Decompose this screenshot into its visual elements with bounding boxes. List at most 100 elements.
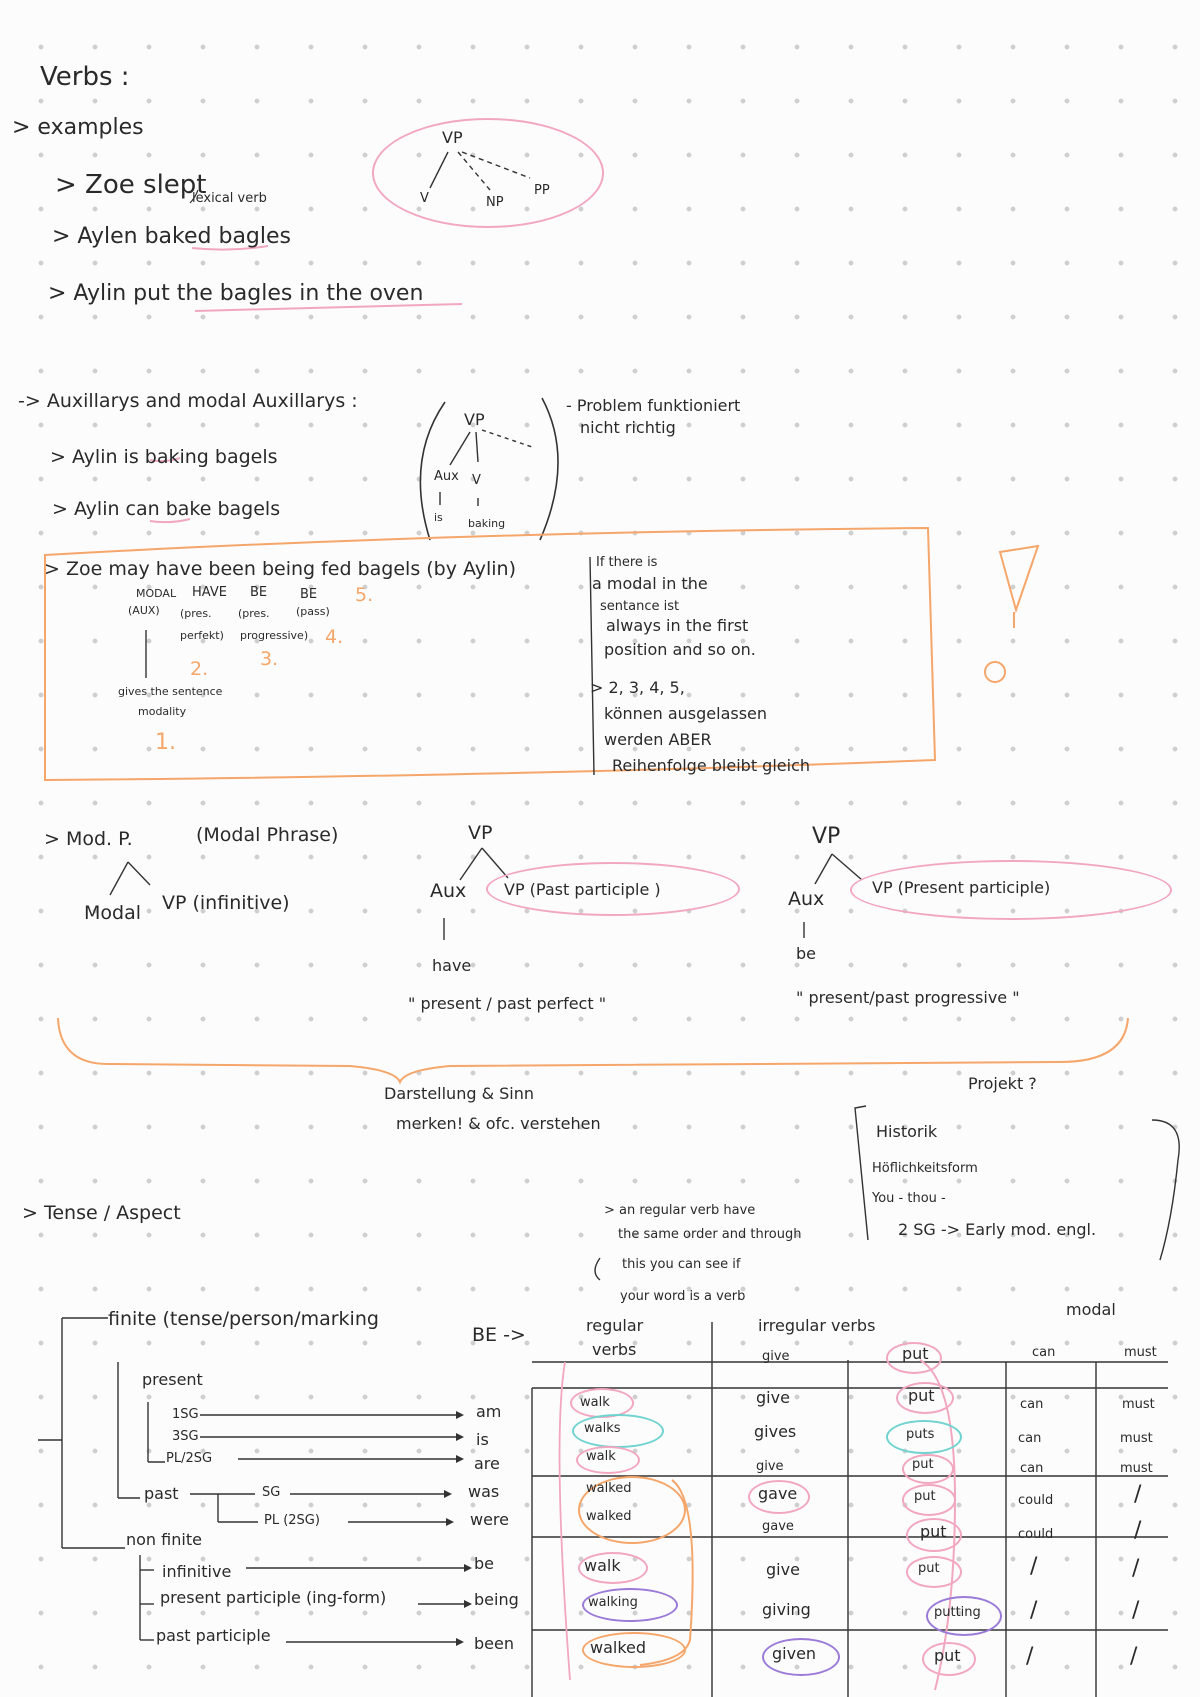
projekt-historik: Historik [876, 1122, 938, 1141]
must-cell: / [1132, 1598, 1140, 1623]
give-cell: gave [762, 1519, 794, 1534]
projekt-early-mod-engl: 2 SG -> Early mod. engl. [898, 1220, 1097, 1239]
tree4-label: " present/past progressive " [796, 988, 1020, 1007]
rule-line-3: sentance ist [600, 599, 680, 614]
rule-line-9: Reihenfolge bleibt gleich [612, 756, 810, 775]
projekt-hoeflichkeit: Höflichkeitsform [872, 1161, 978, 1176]
walking-oval [582, 1588, 678, 1622]
rule-line-4: always in the first [606, 616, 749, 635]
projekt-you-thou: You - thou - [872, 1191, 946, 1206]
gave-oval [748, 1480, 810, 1514]
puts-oval [886, 1420, 962, 1454]
tree1-pp: PP [534, 183, 550, 198]
irregular-header: irregular verbs [758, 1316, 876, 1335]
rule-line-8: werden ABER [604, 730, 712, 749]
can-cell: can [1020, 1397, 1044, 1412]
must-cell: must [1122, 1397, 1155, 1412]
must-cell: / [1130, 1644, 1138, 1669]
walk-cell: walked [586, 1481, 632, 1496]
darst-line-2: merken! & ofc. verstehen [396, 1114, 601, 1133]
aux-note-2: nicht richtig [580, 418, 676, 437]
putting-oval [926, 1596, 1002, 1636]
tree3-vp: VP [468, 822, 493, 844]
tree3-aux: Aux [430, 880, 467, 902]
tree1-vp: VP [442, 128, 463, 147]
rule-line-6: > 2, 3, 4, 5, [590, 678, 685, 697]
tense-note-3: this you can see if [622, 1257, 741, 1272]
label-have: HAVE [192, 585, 227, 600]
tree5-past-pl: PL (2SG) [264, 1513, 320, 1528]
tree3-have: have [432, 956, 472, 975]
box-sentence: > Zoe may have been being fed bagels (by… [44, 558, 516, 580]
label-be-1: BE [250, 585, 268, 600]
put-cell: puts [906, 1427, 935, 1442]
tree5-present-participle: present participle (ing-form) [160, 1588, 387, 1607]
tree3-vp2-oval [486, 862, 740, 916]
tense-note-1: > an regular verb have [604, 1203, 756, 1218]
tree2-aux: Aux [434, 469, 459, 484]
put-cell: put [914, 1489, 936, 1504]
tree4-vp: VP [812, 824, 841, 849]
put-oval [902, 1454, 954, 1484]
must-cell: must [1120, 1461, 1153, 1476]
walk-cell: walk [584, 1556, 621, 1575]
tree5-past-participle: past participle [156, 1626, 271, 1645]
number-2: 2. [190, 658, 209, 680]
must-cell: must [1120, 1431, 1153, 1446]
gives-modality-1: gives the sentence [118, 685, 223, 698]
label-be-2: BE [300, 587, 318, 602]
walk-oval [578, 1552, 648, 1584]
walked-oval [578, 1476, 686, 1544]
tree2-is: is [434, 511, 443, 524]
walk-cell: walked [586, 1509, 632, 1524]
aux-note-1: - Problem funktioniert [566, 396, 741, 415]
be-header: BE -> [472, 1324, 526, 1346]
examples-heading: > examples [12, 115, 144, 140]
give-cell: give [766, 1560, 800, 1579]
tree5-pl: PL/2SG [166, 1451, 213, 1466]
tree5-present: present [142, 1370, 203, 1389]
tree2-baking: baking [468, 517, 506, 530]
number-4: 4. [325, 626, 344, 648]
number-1: 1. [155, 730, 176, 755]
number-5: 5. [355, 584, 374, 606]
must-cell: / [1134, 1518, 1142, 1543]
label-pres: (pres. [180, 607, 212, 620]
regular-header-2: verbs [592, 1340, 637, 1359]
walk-cell: walk [580, 1395, 610, 1410]
rule-line-1: If there is [596, 555, 658, 570]
be-cell: being [474, 1590, 519, 1609]
put-cell: put [920, 1522, 947, 1541]
tree5-past: past [144, 1484, 179, 1503]
tree3-label: " present / past perfect " [408, 994, 607, 1013]
aux-heading: -> Auxillarys and modal Auxillarys : [18, 390, 358, 412]
rule-line-5: position and so on. [604, 640, 756, 659]
example-aylen-baked: > Aylen baked bagles [52, 224, 292, 249]
put-oval [896, 1382, 954, 1414]
give-cell: gave [758, 1484, 798, 1503]
number-3: 3. [260, 648, 279, 670]
tree2-vp: VP [464, 410, 485, 429]
must-cell: / [1134, 1482, 1142, 1507]
walk-cell: walked [590, 1638, 647, 1657]
put-header: put [902, 1344, 929, 1363]
tree5-nonfinite: non finite [126, 1530, 202, 1549]
can-cell: can [1020, 1461, 1044, 1476]
can-cell: could [1018, 1493, 1054, 1508]
walk-cell: walks [584, 1421, 621, 1436]
give-cell: give [756, 1388, 790, 1407]
put-oval [922, 1642, 976, 1676]
modp-paren: (Modal Phrase) [196, 824, 339, 846]
put-cell: put [918, 1561, 940, 1576]
be-cell: were [470, 1510, 509, 1529]
can-cell: / [1026, 1644, 1034, 1669]
example-zoe-slept: > Zoe slept [55, 170, 207, 200]
put-oval [906, 1518, 962, 1552]
walk-cell: walk [586, 1449, 616, 1464]
can-cell: / [1030, 1554, 1038, 1579]
modal-header: modal [1066, 1300, 1116, 1319]
tense-note-4: your word is a verb [620, 1289, 746, 1304]
put-oval [906, 1556, 962, 1588]
can-cell: / [1030, 1598, 1038, 1623]
label-progressive: progressive) [240, 629, 309, 642]
